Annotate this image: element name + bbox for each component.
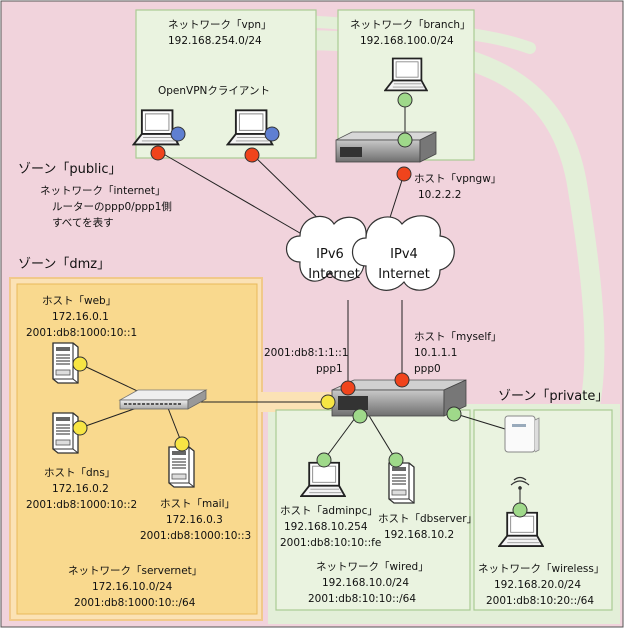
router-icon-main: [331, 379, 467, 417]
host-mail-addr6: 2001:db8:1000:10::3: [140, 530, 251, 542]
host-myself-addr: 10.1.1.1: [414, 347, 457, 359]
net-wireless-name: ネットワーク「wireless」: [478, 563, 604, 575]
host-dns-name: ホスト「dns」: [44, 467, 115, 479]
port-router-dmz: [320, 394, 336, 410]
port-router-ppp1: [340, 380, 356, 396]
zone-private-label: ゾーン「private」: [498, 389, 608, 404]
net-wired-name: ネットワーク「wired」: [316, 561, 429, 573]
port-dns: [72, 420, 88, 436]
port-branch-laptop: [397, 92, 413, 108]
host-mail-addr4: 172.16.0.3: [166, 514, 223, 526]
port-wireless-laptop: [512, 502, 528, 518]
port-router-ppp0: [394, 372, 410, 388]
host-dns-addr6: 2001:db8:1000:10::2: [26, 499, 137, 511]
host-dbserver-addr: 192.168.10.2: [384, 529, 454, 541]
router-icon-vpngw: [335, 131, 437, 163]
net-wireless-addr4: 192.168.20.0/24: [494, 579, 581, 591]
host-adminpc-name: ホスト「adminpc」: [280, 505, 378, 517]
port-router-wired: [352, 408, 368, 424]
net-vpn-name: ネットワーク「vpn」: [168, 19, 272, 31]
cloud-ipv6-line1: IPv6: [316, 247, 344, 262]
zone-public-note-2: ルーターのppp0/ppp1側: [52, 200, 172, 213]
net-wireless-area: [473, 409, 613, 611]
router-ipv6-addr: 2001:db8:1:1::1: [264, 347, 348, 359]
cloud-ipv4: IPv4 Internet: [351, 215, 455, 291]
host-dbserver-name: ホスト「dbserver」: [378, 513, 477, 525]
port-dbserver: [388, 452, 404, 468]
port-vpngw-green: [397, 132, 413, 148]
link-router-dbserver: [367, 413, 397, 461]
router-ipv6-iface: ppp1: [316, 363, 343, 375]
host-adminpc-addr4: 192.168.10.254: [284, 521, 368, 533]
zone-public-label: ゾーン「public」: [18, 162, 121, 177]
host-vpngw-addr: 10.2.2.2: [418, 189, 461, 201]
link-router-adminpc: [323, 413, 359, 461]
host-vpngw-name: ホスト「vpngw」: [414, 173, 501, 185]
host-dns-addr4: 172.16.0.2: [52, 483, 109, 495]
host-myself-iface: ppp0: [414, 363, 441, 375]
net-branch-name: ネットワーク「branch」: [350, 19, 471, 31]
net-wired-area: [275, 409, 471, 611]
net-wireless-addr6: 2001:db8:10:20::/64: [486, 595, 594, 607]
cloud-ipv4-line1: IPv4: [390, 247, 418, 262]
port-vpn-client2-blue: [264, 126, 280, 142]
server-icon-dbserver: [388, 462, 415, 504]
cloud-ipv4-line2: Internet: [378, 267, 430, 282]
port-vpn-client2-red: [244, 147, 260, 163]
port-router-wireless: [446, 406, 462, 422]
server-icon-mail: [168, 446, 195, 488]
host-myself-name: ホスト「myself」: [414, 331, 502, 343]
net-vpn-addr: 192.168.254.0/24: [168, 35, 262, 47]
host-adminpc-addr6: 2001:db8:10:10::fe: [280, 537, 381, 549]
cloud-ipv6: IPv6 Internet: [285, 215, 380, 282]
zone-dmz-label: ゾーン「dmz」: [18, 257, 110, 272]
net-wired-addr4: 192.168.10.0/24: [322, 577, 409, 589]
zone-public-note-1: ネットワーク「internet」: [40, 185, 166, 197]
net-servernet-name: ネットワーク「servernet」: [68, 565, 202, 577]
net-wired-addr6: 2001:db8:10:10::/64: [308, 593, 416, 605]
port-vpn-client1-red: [150, 145, 166, 161]
ports: [72, 92, 528, 518]
zone-public-note-3: すべてを表す: [52, 216, 114, 229]
wifi-icon: [510, 476, 530, 490]
switch-icon-dmz: [118, 389, 208, 410]
net-servernet-addr6: 2001:db8:1000:10::/64: [74, 597, 196, 609]
host-web-addr6: 2001:db8:1000:10::1: [26, 327, 137, 339]
port-mail: [174, 436, 190, 452]
port-vpn-client1-blue: [170, 126, 186, 142]
net-branch-addr: 192.168.100.0/24: [360, 35, 454, 47]
port-adminpc: [316, 452, 332, 468]
port-web: [72, 356, 88, 372]
cloud-ipv6-line2: Internet: [308, 267, 360, 282]
vpn-client-label: OpenVPNクライアント: [158, 85, 270, 97]
access-point-icon: [504, 415, 540, 453]
host-web-name: ホスト「web」: [42, 295, 116, 307]
host-web-addr4: 172.16.0.1: [52, 311, 109, 323]
net-servernet-addr4: 172.16.10.0/24: [92, 581, 173, 593]
link-vpn-client1: [159, 151, 313, 241]
port-vpngw-red: [396, 166, 412, 182]
host-mail-name: ホスト「mail」: [160, 498, 235, 510]
server-icon-dns: [52, 412, 79, 454]
